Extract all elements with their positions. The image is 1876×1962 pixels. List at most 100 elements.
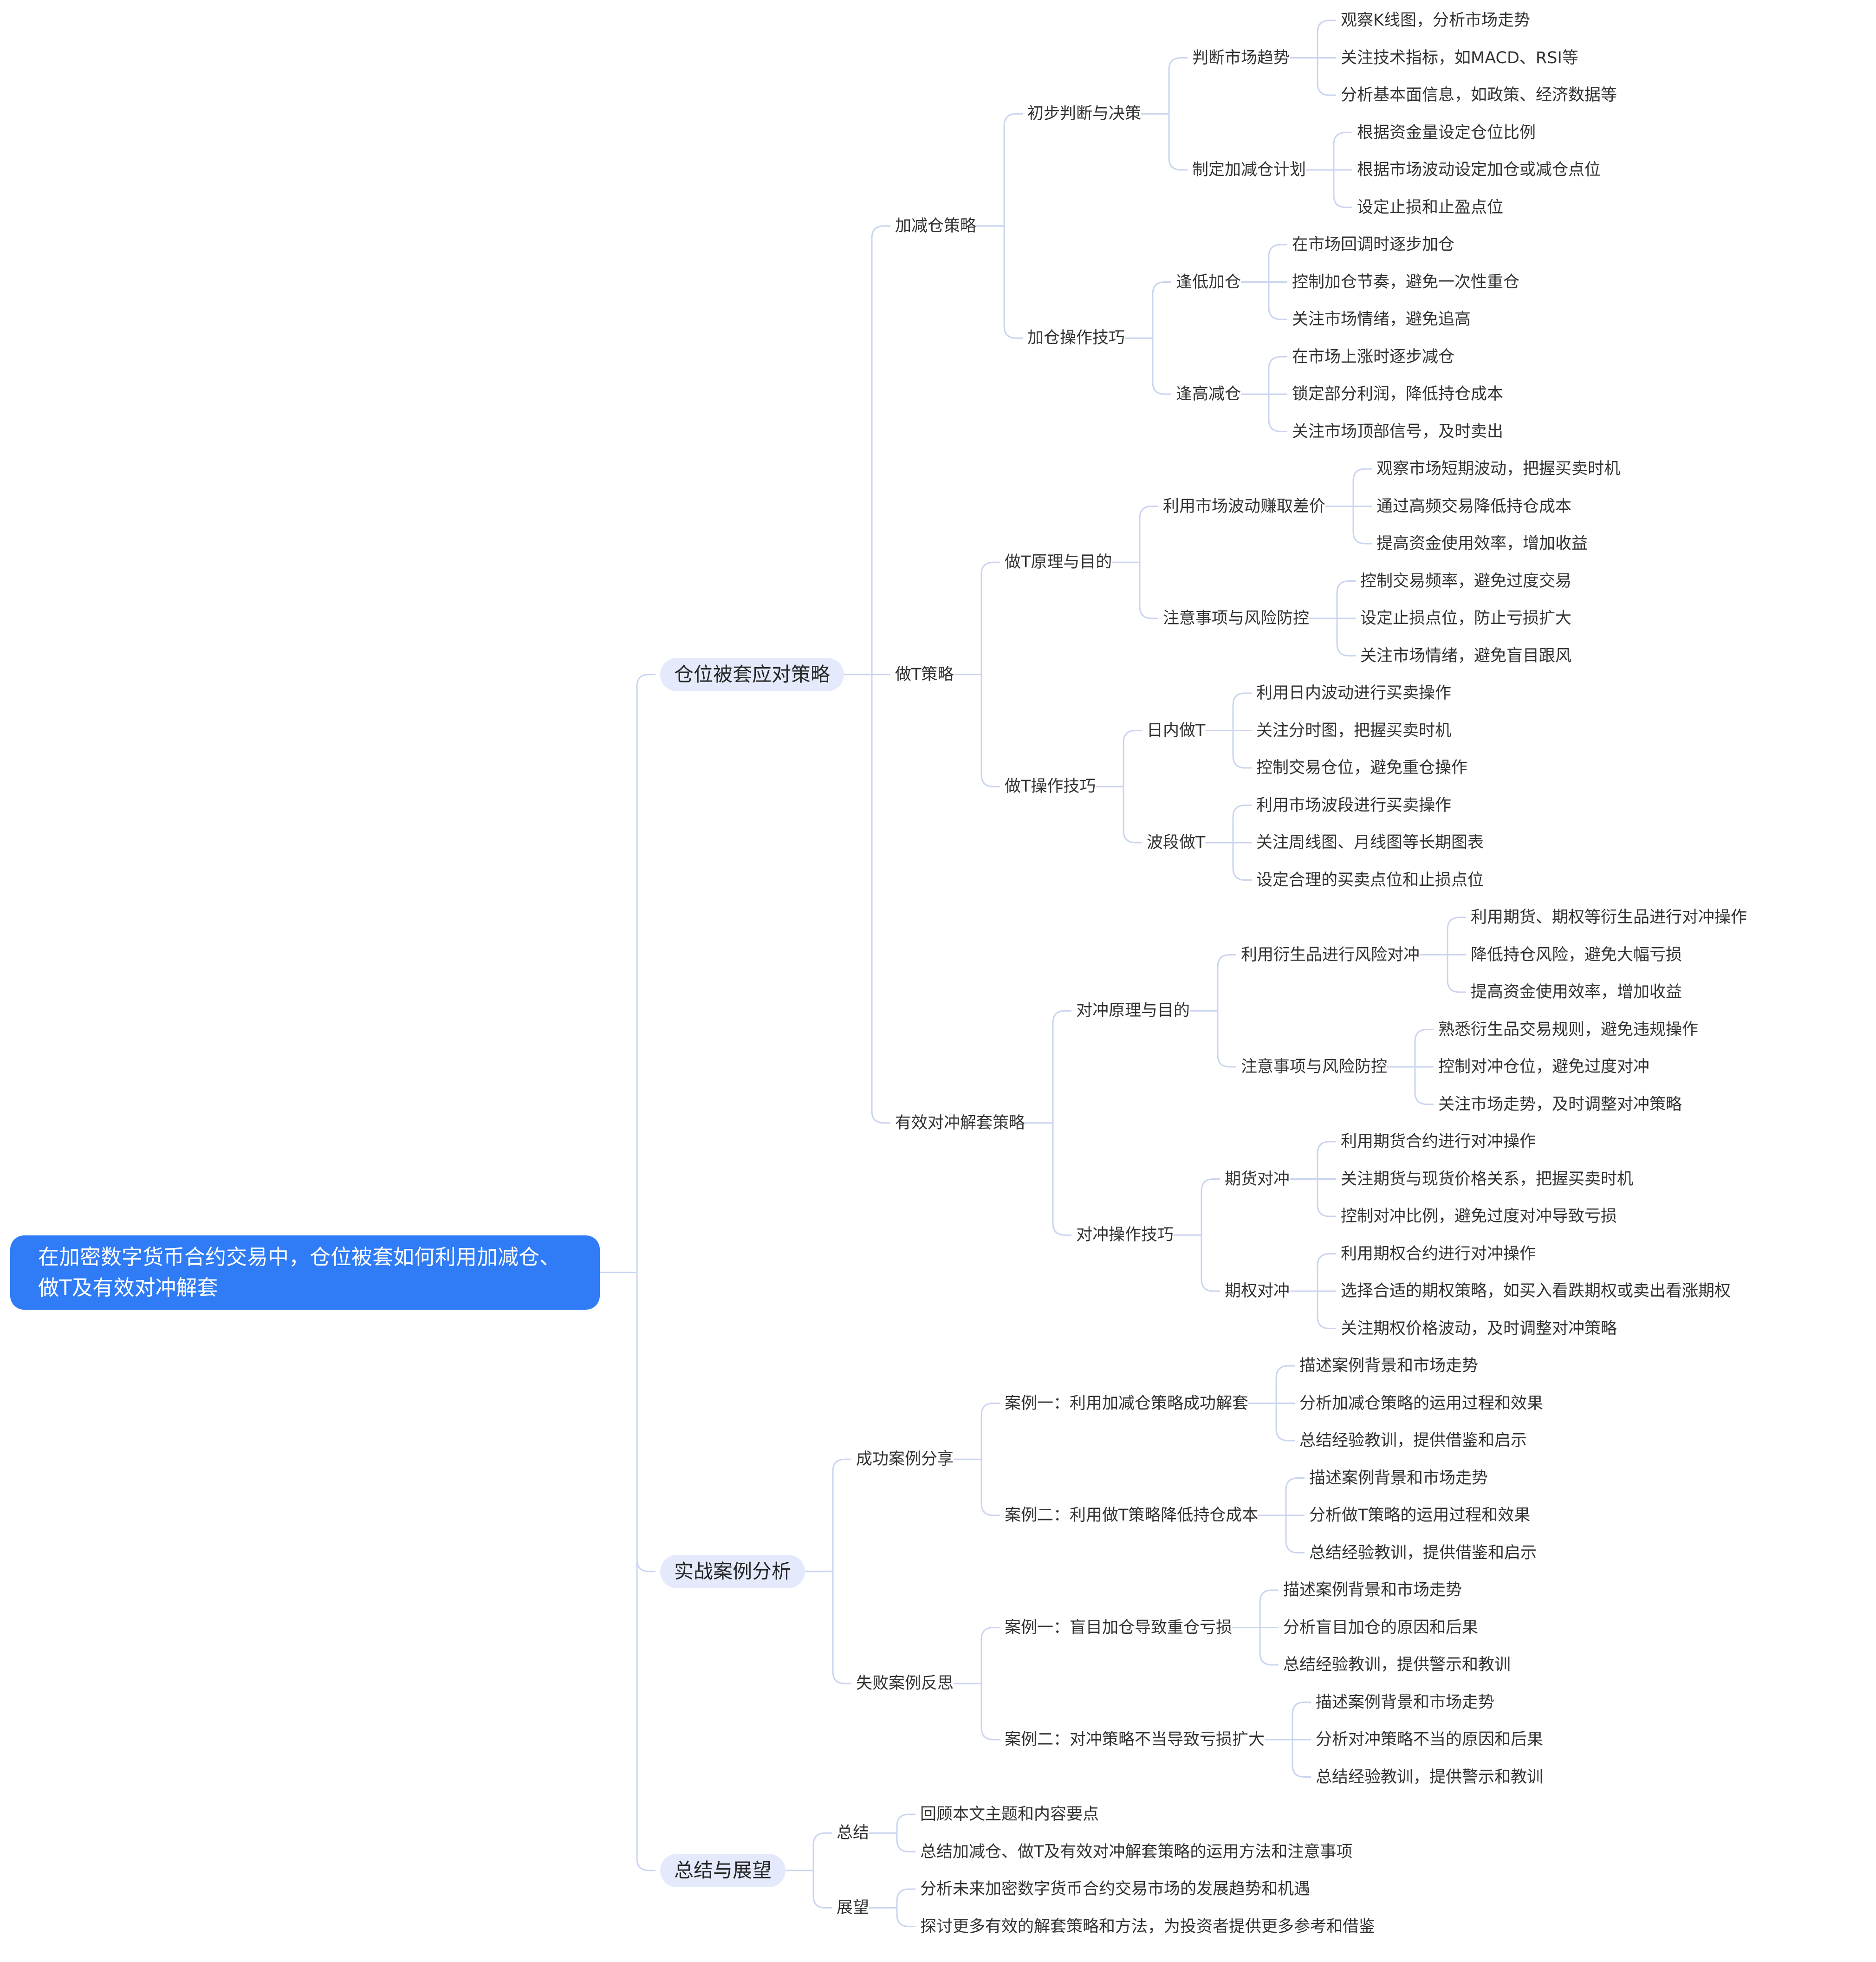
connector-curve (1003, 226, 1023, 339)
connector-curve (1232, 692, 1252, 731)
connector-curve (812, 1832, 832, 1871)
leaf-topic: 在市场回调时逐步加仓 (1292, 235, 1455, 254)
connector-curve (980, 1683, 1000, 1741)
connector-curve (1317, 19, 1336, 58)
connector-curve (1123, 786, 1142, 844)
leaf-topic: 控制加仓节奏，避免一次性重仓 (1292, 273, 1520, 292)
leaf-topic: 控制交易频率，避免过度交易 (1360, 572, 1572, 591)
leaf-topic: 根据资金量设定仓位比例 (1357, 123, 1536, 142)
connector-curve (1352, 468, 1372, 507)
connector-curve (1139, 506, 1158, 563)
connector-curve (1447, 916, 1466, 955)
connector-curve (1232, 843, 1252, 881)
connector-curve (1168, 57, 1188, 114)
leaf-topic: 利用期权合约进行对冲操作 (1341, 1244, 1536, 1263)
connector-curve (1259, 1627, 1279, 1666)
connector-curve (980, 674, 1000, 787)
connector-curve (812, 1870, 832, 1909)
leaf-topic: 锁定部分利润，降低持仓成本 (1292, 385, 1504, 403)
connector-curve (980, 561, 1000, 675)
connector-curve (1232, 730, 1252, 769)
leaf-topic: 利用期货、期权等衍生品进行对冲操作 (1471, 908, 1747, 927)
branch-topic: 期权对冲 (1225, 1282, 1290, 1300)
connector-curve (1217, 1011, 1236, 1068)
main-branch: 总结与展望 (660, 1853, 786, 1887)
connector-curve (896, 1888, 915, 1908)
connector-curve (1259, 1589, 1279, 1628)
connector-curve (896, 1813, 915, 1833)
connector-curve (1003, 113, 1023, 226)
branch-topic: 初步判断与决策 (1027, 104, 1142, 123)
connector-curve (1123, 730, 1142, 787)
leaf-topic: 关注周线图、月线图等长期图表 (1256, 833, 1484, 852)
branch-topic: 案例一：盲目加仓导致重仓亏损 (1005, 1618, 1233, 1637)
connector-curve (1268, 244, 1287, 282)
leaf-topic: 关注市场走势，及时调整对冲策略 (1438, 1095, 1682, 1114)
branch-topic: 做T操作技巧 (1005, 777, 1096, 796)
leaf-topic: 设定合理的买卖点位和止损点位 (1256, 871, 1484, 890)
connector-curve (1317, 1253, 1336, 1291)
leaf-topic: 通过高频交易降低持仓成本 (1376, 497, 1572, 516)
branch-topic: 制定加减仓计划 (1192, 161, 1306, 179)
leaf-topic: 关注市场顶部信号，及时卖出 (1292, 422, 1504, 441)
leaf-topic: 利用日内波动进行买卖操作 (1256, 684, 1452, 702)
branch-topic: 案例一：利用加减仓策略成功解套 (1005, 1394, 1249, 1413)
main-branch: 仓位被套应对策略 (660, 657, 844, 691)
leaf-topic: 控制对冲比例，避免过度对冲导致亏损 (1341, 1207, 1617, 1226)
leaf-topic: 在市场上涨时逐步减仓 (1292, 347, 1455, 366)
connector-curve (1275, 1365, 1295, 1403)
branch-topic: 利用衍生品进行风险对冲 (1241, 945, 1420, 964)
connector-curve (1268, 356, 1287, 394)
connector-curve (832, 1571, 851, 1684)
branch-topic: 日内做T (1147, 721, 1206, 740)
branch-topic: 加减仓策略 (895, 216, 977, 235)
branch-topic: 案例二：利用做T策略降低持仓成本 (1005, 1506, 1259, 1525)
leaf-topic: 总结经验教训，提供借鉴和启示 (1309, 1543, 1537, 1562)
leaf-topic: 提高资金使用效率，增加收益 (1471, 983, 1682, 1001)
connector-curve (1336, 580, 1356, 618)
branch-topic: 成功案例分享 (856, 1450, 954, 1469)
connector-curve (896, 1833, 915, 1852)
connector-curve (1285, 1515, 1305, 1553)
connector-curve (1152, 338, 1171, 395)
leaf-topic: 关注市场情绪，避免盲目跟风 (1360, 646, 1572, 665)
connector-curve (1139, 562, 1158, 619)
connector-curve (1268, 282, 1287, 320)
connector-curve (871, 674, 890, 1124)
leaf-topic: 分析盲目加仓的原因和后果 (1283, 1618, 1479, 1637)
branch-topic: 加仓操作技巧 (1027, 329, 1125, 348)
connector-curve (1317, 1141, 1336, 1179)
leaf-topic: 根据市场波动设定加仓或减仓点位 (1357, 161, 1601, 179)
connector-curve (1317, 58, 1336, 96)
branch-topic: 波段做T (1147, 833, 1206, 852)
leaf-topic: 分析加减仓策略的运用过程和效果 (1299, 1394, 1544, 1413)
connector-curve (1414, 1029, 1434, 1067)
leaf-topic: 描述案例背景和市场走势 (1316, 1693, 1495, 1712)
branch-topic: 注意事项与风险防控 (1163, 609, 1310, 628)
leaf-topic: 总结经验教训，提供借鉴和启示 (1299, 1431, 1527, 1450)
connector-curve (636, 674, 656, 1273)
connector-curve (1217, 954, 1236, 1011)
branch-topic: 总结 (837, 1824, 870, 1843)
connector-curve (1333, 132, 1352, 170)
connector-curve (1292, 1740, 1311, 1778)
branch-topic: 对冲操作技巧 (1076, 1226, 1174, 1245)
branch-topic: 有效对冲解套策略 (895, 1113, 1026, 1132)
connector-curve (1447, 955, 1466, 993)
leaf-topic: 提高资金使用效率，增加收益 (1376, 534, 1588, 553)
branch-topic: 做T策略 (895, 665, 954, 684)
branch-topic: 逢低加仓 (1176, 273, 1241, 292)
leaf-topic: 控制对冲仓位，避免过度对冲 (1438, 1058, 1650, 1076)
connector-curve (1292, 1702, 1311, 1740)
connector-curve (636, 1272, 656, 1572)
leaf-topic: 利用市场波段进行买卖操作 (1256, 796, 1452, 815)
leaf-topic: 分析未来加密数字货币合约交易市场的发展趋势和机遇 (920, 1880, 1311, 1898)
connector-curve (1333, 170, 1352, 208)
branch-topic: 期货对冲 (1225, 1169, 1290, 1189)
leaf-topic: 设定止损和止盈点位 (1357, 198, 1504, 217)
connector-curve (1052, 1123, 1071, 1236)
leaf-topic: 总结加减仓、做T及有效对冲解套策略的运用方法和注意事项 (920, 1842, 1353, 1861)
root-topic: 在加密数字货币合约交易中，仓位被套如何利用加减仓、做T及有效对冲解套 (10, 1235, 600, 1310)
